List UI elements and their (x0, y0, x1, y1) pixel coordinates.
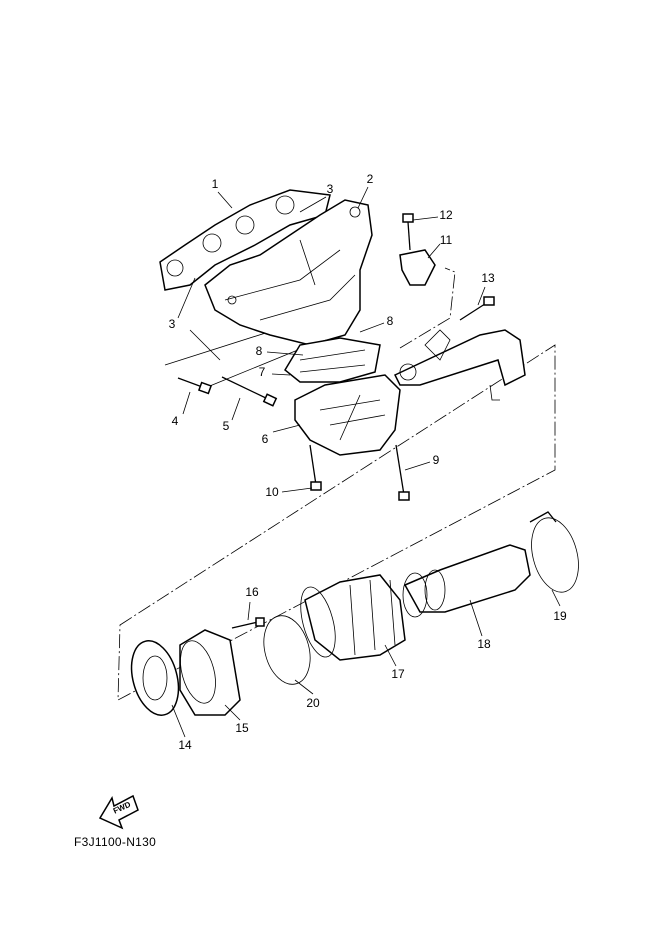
callout-6: 6 (262, 432, 269, 446)
callout-1: 1 (212, 177, 219, 191)
callout-8b: 8 (387, 314, 394, 328)
callout-18: 18 (477, 637, 491, 651)
bolts (177, 213, 495, 629)
callout-20: 20 (306, 696, 320, 710)
callout-13: 13 (481, 271, 495, 285)
callout-2: 2 (367, 172, 374, 186)
callout-12: 12 (439, 208, 453, 222)
callout-7: 7 (259, 365, 266, 379)
callout-19: 19 (553, 609, 567, 623)
callout-3a: 3 (327, 182, 334, 196)
callout-16: 16 (245, 585, 259, 599)
exhaust-pipe (393, 329, 526, 401)
callout-14: 14 (178, 738, 192, 752)
callout-17: 17 (391, 667, 405, 681)
lower-parts (130, 511, 579, 716)
callout-3b: 3 (169, 317, 176, 331)
callout-10: 10 (265, 485, 279, 499)
callout-8a: 8 (256, 344, 263, 358)
callout-15: 15 (235, 721, 249, 735)
exhaust-manifold-2 (204, 199, 373, 346)
callout-labels: 1 2 3 3 4 5 6 7 8 8 9 10 11 12 13 14 15 … (169, 172, 567, 752)
diagram-code: F3J1100-N130 (74, 835, 157, 849)
leader-lines (171, 186, 561, 738)
callout-4: 4 (172, 414, 179, 428)
callout-5: 5 (223, 419, 230, 433)
callout-9: 9 (433, 453, 440, 467)
fwd-arrow-icon: FWD (98, 794, 139, 830)
callout-11: 11 (440, 233, 453, 247)
gasket-7 (284, 337, 381, 383)
exhaust-elbow-6 (294, 374, 401, 456)
